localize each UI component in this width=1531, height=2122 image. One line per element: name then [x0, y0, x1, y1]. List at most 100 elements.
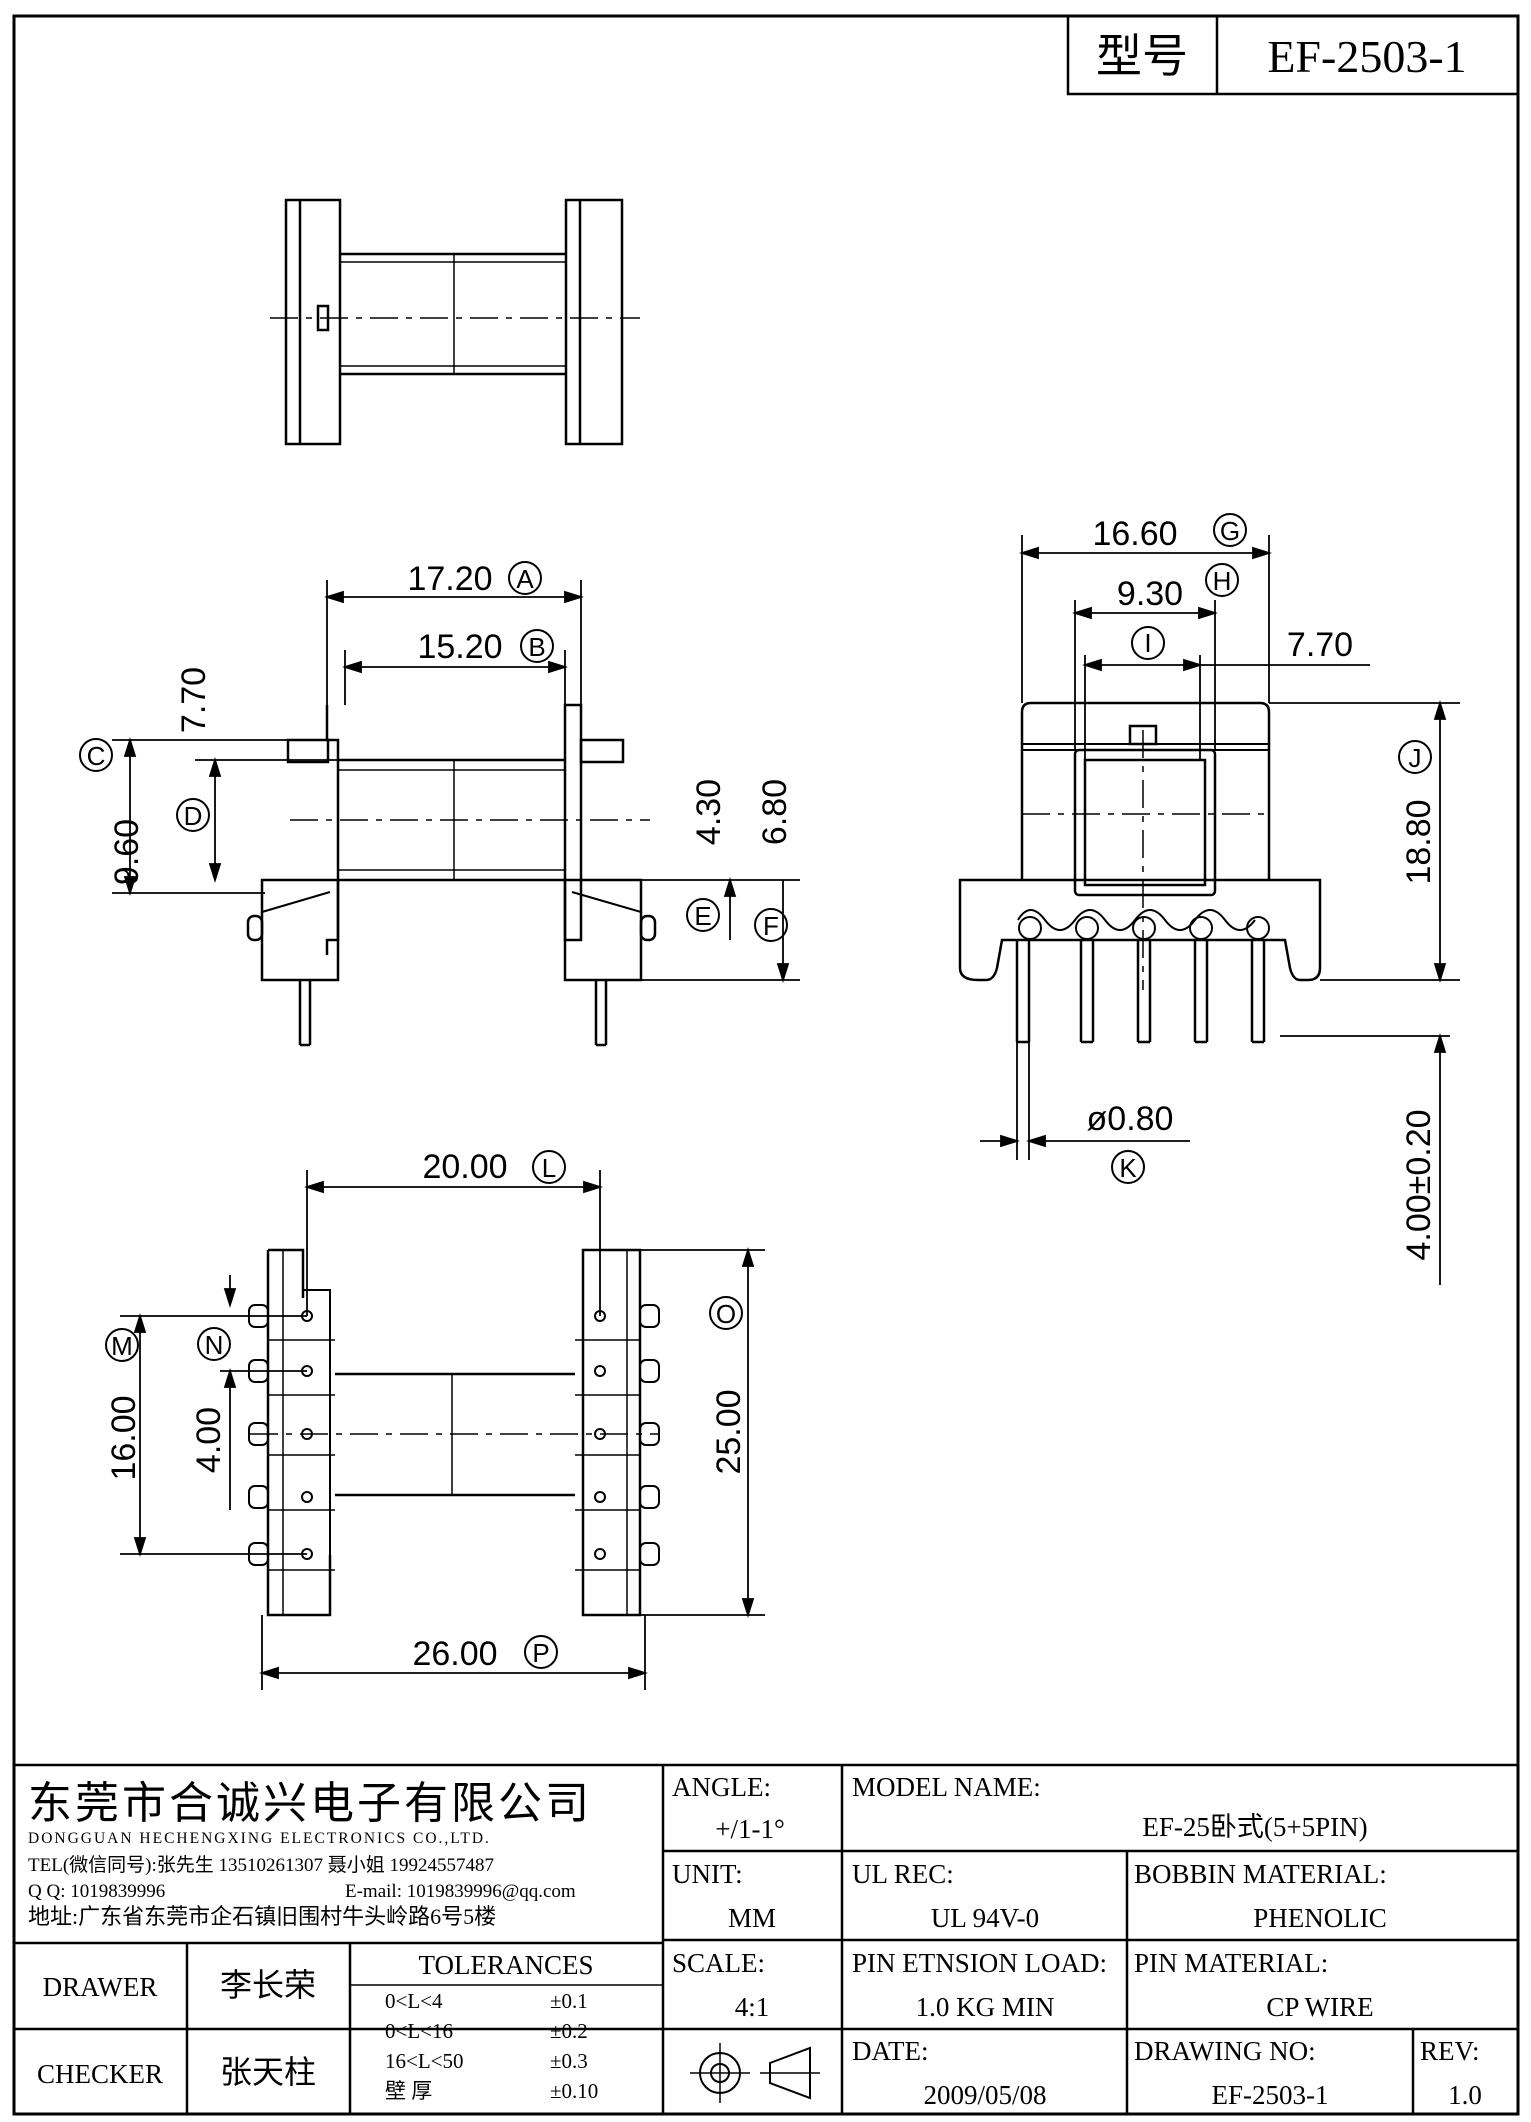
dim-pin-length: 4.00±0.20	[1400, 1109, 1438, 1260]
marker-D: D	[176, 798, 210, 832]
side-view	[958, 701, 1322, 1044]
svg-text:K: K	[1119, 1153, 1137, 1183]
dim-G: 16.60	[1092, 515, 1177, 553]
unit-label: UNIT:	[672, 1859, 743, 1889]
marker-A: A	[508, 561, 542, 595]
title-block-text: 东莞市合诚兴电子有限公司 DONGGUAN HECHENGXING ELECTR…	[28, 1772, 1482, 2110]
rev-label: REV:	[1420, 2036, 1480, 2066]
unit-value: MM	[728, 1903, 776, 1933]
dim-M: 16.00	[105, 1395, 143, 1480]
dim-A: 17.20	[407, 560, 492, 598]
dim-E: 4.30	[690, 779, 728, 845]
svg-text:C: C	[87, 741, 106, 771]
marker-C: C	[79, 738, 113, 772]
dim-C: 9.60	[108, 819, 146, 885]
svg-text:J: J	[1409, 743, 1422, 773]
svg-text:H: H	[1213, 566, 1232, 596]
dim-O: 25.00	[710, 1389, 748, 1474]
tolerance-range: 0<L<4	[385, 1989, 443, 2013]
angle-value: +/1-1°	[715, 1814, 785, 1844]
bobbin-label: BOBBIN MATERIAL:	[1134, 1859, 1387, 1889]
company-address: 地址:广东省东莞市企石镇旧围村牛头岭路6号5楼	[28, 1904, 496, 1929]
svg-text:P: P	[532, 1638, 549, 1668]
marker-G: G	[1213, 513, 1247, 547]
angle-label: ANGLE:	[672, 1772, 771, 1802]
drawer-value: 李长荣	[220, 1967, 316, 2003]
scale-label: SCALE:	[672, 1948, 765, 1978]
circle-markers: A B C D E F G H I J K L M N O P	[79, 513, 1432, 1669]
tolerance-value: ±0.3	[550, 2049, 588, 2073]
dim-K: ø0.80	[1087, 1100, 1174, 1138]
marker-L: L	[532, 1150, 566, 1184]
dim-J: 18.80	[1400, 799, 1438, 884]
tolerance-value: ±0.2	[550, 2019, 588, 2043]
marker-I: I	[1131, 626, 1165, 660]
tolerance-value: ±0.1	[550, 1989, 588, 2013]
company-qq: Q Q: 1019839996	[28, 1881, 165, 1902]
dim-F: 6.80	[756, 779, 794, 845]
model-name-label: MODEL NAME:	[852, 1772, 1041, 1802]
tolerance-table: 0<L<4 ±0.1 0<L<16 ±0.2 16<L<50 ±0.3 壁 厚 …	[385, 1989, 598, 2103]
date-value: 2009/05/08	[923, 2080, 1046, 2110]
dim-B: 15.20	[417, 628, 502, 666]
svg-text:F: F	[763, 911, 779, 941]
tolerance-range: 0<L<16	[385, 2019, 453, 2043]
dim-L: 20.00	[422, 1148, 507, 1186]
dim-I: 7.70	[1287, 626, 1353, 664]
marker-O: O	[709, 1296, 743, 1330]
checker-value: 张天柱	[220, 2054, 316, 2090]
dim-P: 26.00	[412, 1635, 497, 1673]
scale-value: 4:1	[735, 1992, 770, 2022]
svg-text:I: I	[1144, 628, 1151, 658]
bottom-view	[248, 1248, 660, 1617]
model-header: 型号 EF-2503-1	[1066, 16, 1518, 96]
model-number: EF-2503-1	[1267, 31, 1466, 82]
svg-text:A: A	[516, 564, 534, 594]
svg-text:D: D	[184, 801, 203, 831]
title-block	[14, 1763, 1518, 2114]
company-name-cn: 东莞市合诚兴电子有限公司	[28, 1779, 592, 1828]
tolerances-label: TOLERANCES	[418, 1950, 593, 1980]
drawer-label: DRAWER	[43, 1972, 158, 2002]
tolerance-range: 16<L<50	[385, 2049, 464, 2073]
marker-K: K	[1111, 1150, 1145, 1184]
svg-text:N: N	[205, 1330, 224, 1360]
checker-label: CHECKER	[37, 2059, 163, 2089]
svg-text:G: G	[1220, 516, 1240, 546]
dim-D: 7.70	[175, 667, 213, 733]
model-label: 型号	[1096, 31, 1188, 82]
bottom-dims	[120, 1170, 765, 1690]
date-label: DATE:	[852, 2036, 929, 2066]
marker-H: H	[1205, 563, 1239, 597]
svg-text:L: L	[542, 1153, 556, 1183]
company-email: E-mail: 1019839996@qq.com	[345, 1881, 576, 1902]
marker-P: P	[524, 1635, 558, 1669]
tolerance-value: ±0.10	[550, 2079, 598, 2103]
tolerance-range: 壁 厚	[385, 2079, 432, 2103]
marker-E: E	[686, 898, 720, 932]
marker-J: J	[1398, 740, 1432, 774]
bobbin-value: PHENOLIC	[1253, 1903, 1387, 1933]
ul-label: UL REC:	[852, 1859, 954, 1889]
marker-M: M	[105, 1328, 139, 1362]
svg-text:E: E	[694, 901, 711, 931]
model-name-value: EF-25卧式(5+5PIN)	[1142, 1812, 1367, 1842]
top-view	[270, 198, 640, 446]
marker-F: F	[754, 908, 788, 942]
pin-load-label: PIN ETNSION LOAD:	[852, 1948, 1107, 1978]
front-dims	[112, 580, 800, 984]
marker-N: N	[197, 1327, 231, 1361]
marker-B: B	[520, 629, 554, 663]
front-view	[246, 703, 657, 1047]
dim-N: 4.00	[190, 1407, 228, 1473]
side-dims	[980, 535, 1460, 1285]
company-tel: TEL(微信同号):张先生 13510261307 聂小姐 1992455748…	[28, 1854, 494, 1876]
sheet-border	[12, 14, 1520, 2116]
svg-text:B: B	[528, 632, 545, 662]
projection-symbol	[690, 2043, 820, 2103]
pin-load-value: 1.0 KG MIN	[916, 1992, 1055, 2022]
company-name-en: DONGGUAN HECHENGXING ELECTRONICS CO.,LTD…	[28, 1830, 491, 1847]
dimension-labels: 17.20 15.20 9.60 7.70 4.30 6.80 16.60 9.…	[105, 515, 1438, 1673]
svg-text:M: M	[111, 1331, 133, 1361]
